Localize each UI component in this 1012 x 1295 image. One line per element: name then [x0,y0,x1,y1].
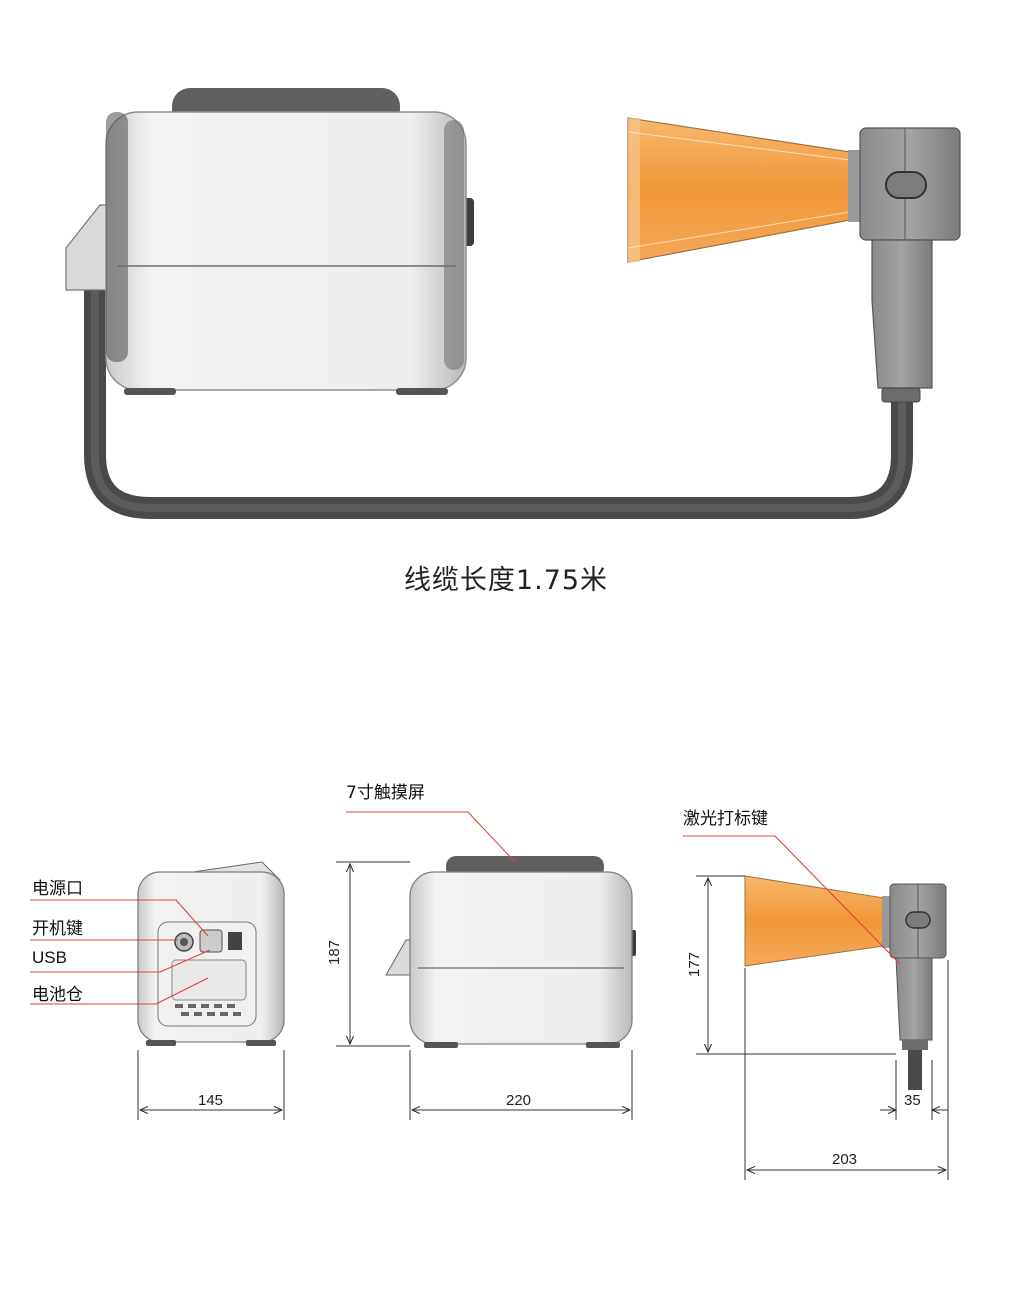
callout-leaders [30,811,901,1005]
battery-label: 电池仓 [32,985,83,1005]
main-unit [65,88,474,395]
power-port-label: 电源口 [32,879,83,899]
laser-gun [627,117,961,403]
power-key-label: 开机键 [32,919,83,939]
touchscreen-label: 7寸触摸屏 [346,783,425,803]
front-width-dimension: 220 [506,1092,532,1109]
gun-length-dimension: 203 [832,1151,858,1168]
front-view [385,856,636,1048]
cable [84,279,913,519]
gun-view [744,875,947,1090]
front-height-dimension: 187 [326,939,344,966]
gun-height-dimension: 177 [686,951,704,978]
dimension-lines [137,861,949,1180]
side-view [137,861,285,1046]
usb-label: USB [32,948,67,967]
gun-handle-dimension: 35 [904,1092,921,1109]
cable-length-caption: 线缆长度1.75米 [403,565,609,596]
side-width-dimension: 145 [198,1092,224,1109]
laser-key-label: 激光打标键 [683,809,768,829]
